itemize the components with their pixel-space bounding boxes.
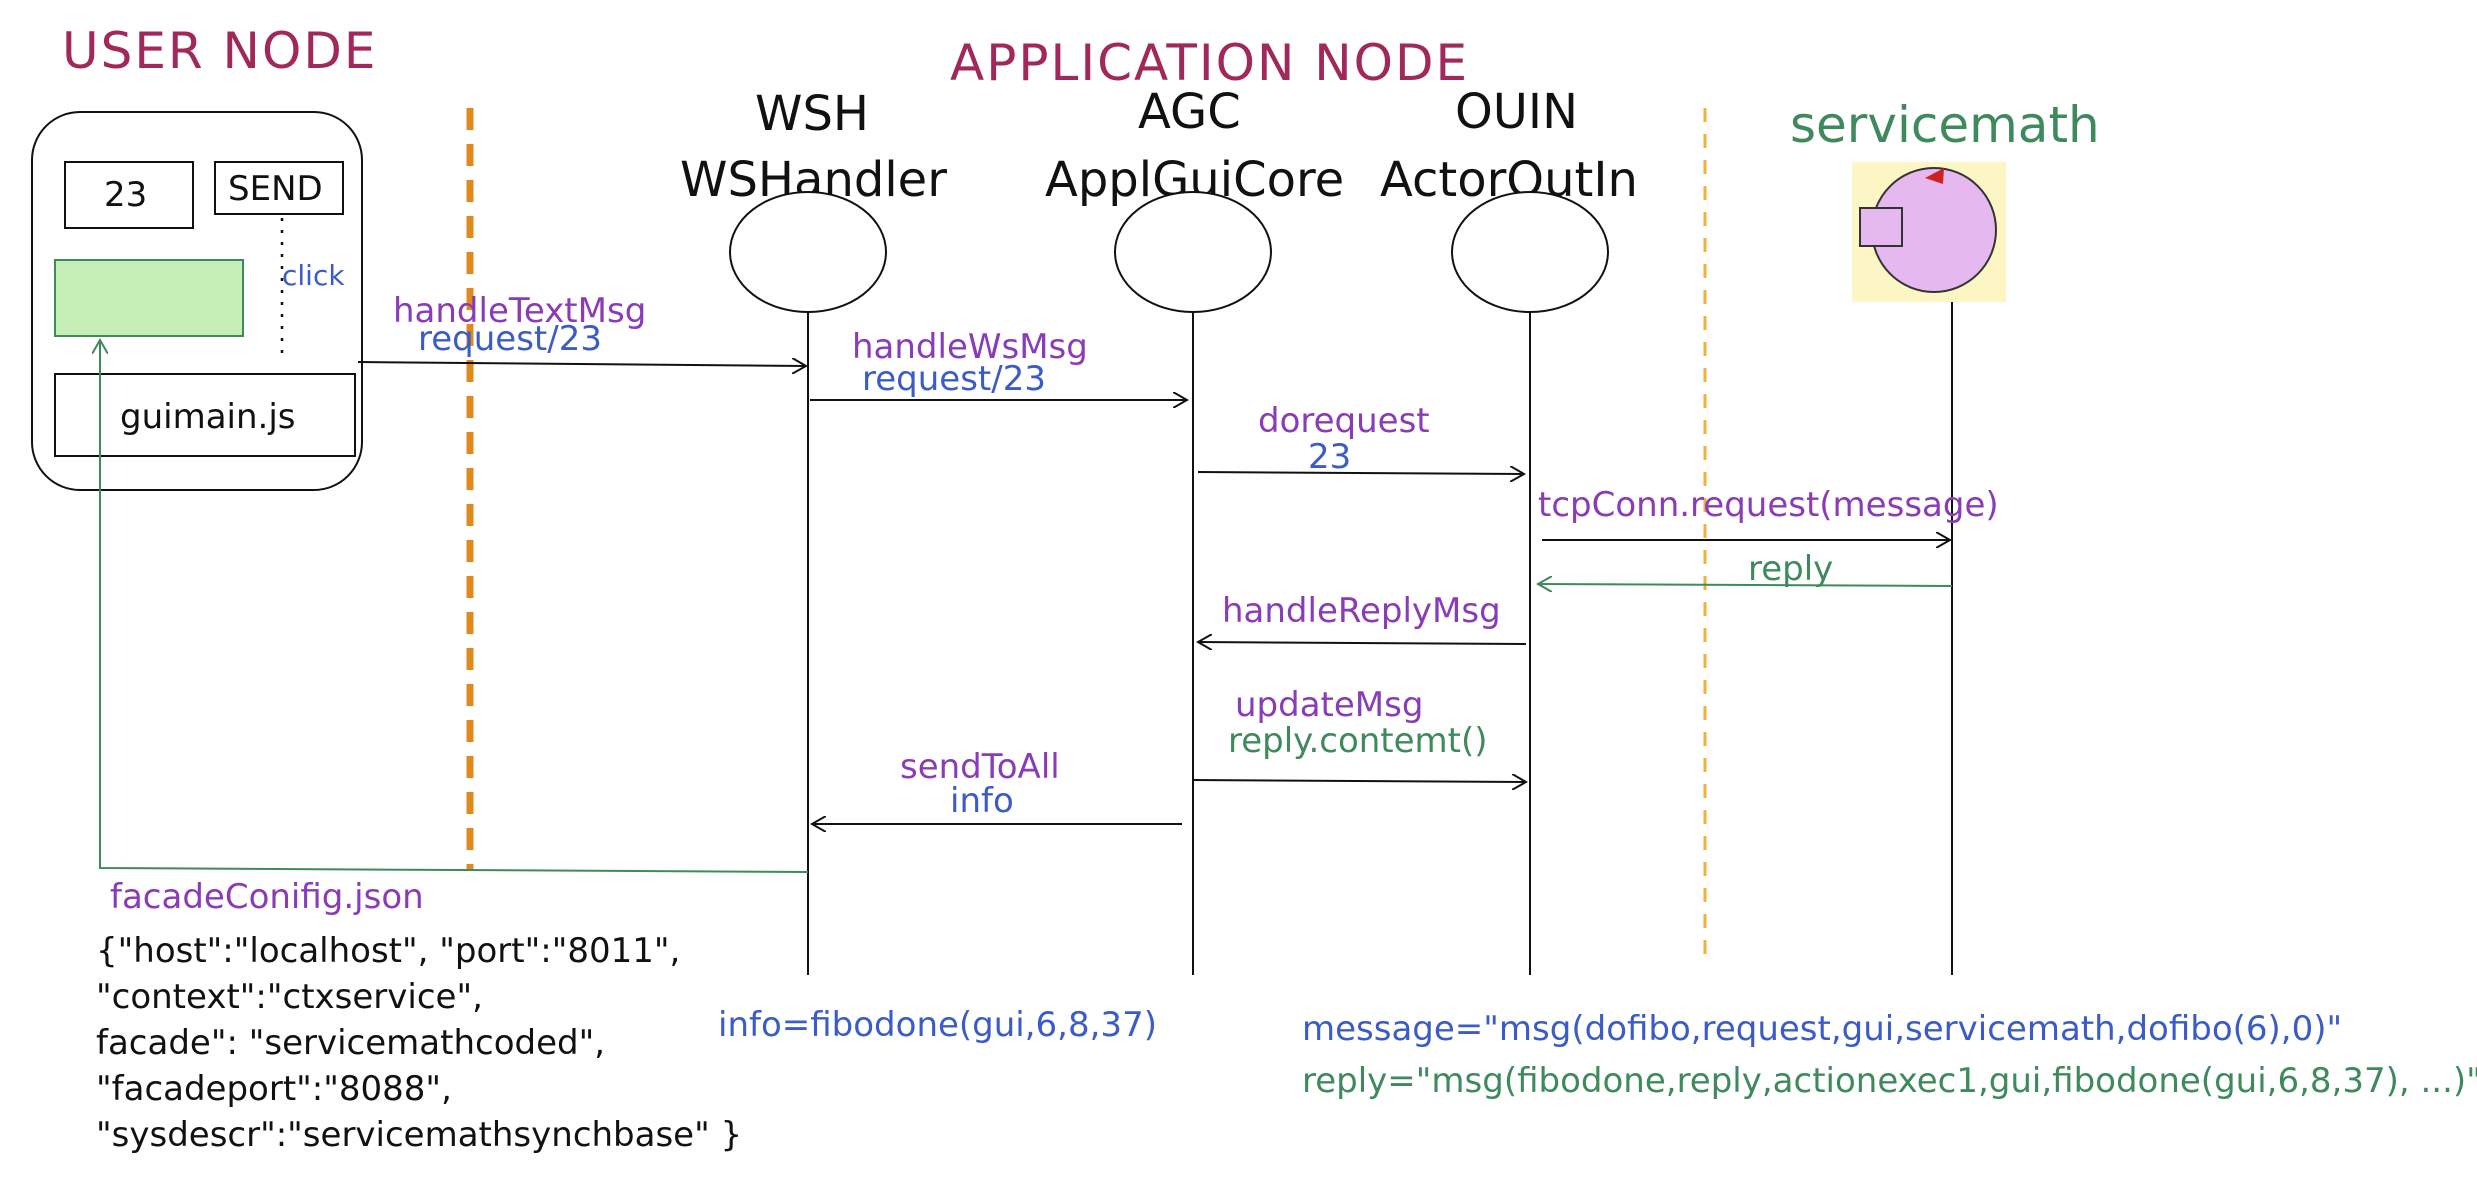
- handle-ws-msg-payload: request/23: [862, 359, 1046, 399]
- message-note: message="msg(dofibo,request,gui,servicem…: [1302, 1009, 2342, 1049]
- servicemath-port-icon: [1859, 207, 1903, 247]
- agc-lifeline-head: [1114, 191, 1272, 313]
- handle-reply-msg-arrow: [1198, 642, 1527, 644]
- dorequest-payload: 23: [1308, 437, 1351, 477]
- send-button[interactable]: [214, 161, 344, 215]
- send-button-label: SEND: [228, 169, 323, 209]
- wsh-lifeline-head: [729, 191, 887, 313]
- dorequest-label: dorequest: [1258, 401, 1430, 441]
- info-note: info=fibodone(gui,6,8,37): [718, 1005, 1157, 1045]
- reply-label: reply: [1748, 549, 1833, 589]
- send-to-all-payload: info: [950, 781, 1014, 821]
- send-to-all-label: sendToAll: [900, 747, 1060, 787]
- servicemath-label: servicemath: [1790, 96, 2100, 154]
- update-msg-label: updateMsg: [1235, 685, 1423, 725]
- servicemath-marker-icon: [1925, 168, 1944, 184]
- config-line-4: "facadeport":"8088",: [96, 1069, 452, 1109]
- application-node-title: APPLICATION NODE: [950, 34, 1469, 92]
- dorequest-arrow: [1197, 472, 1524, 474]
- config-line-2: "context":"ctxservice",: [96, 977, 483, 1017]
- gui-update-feedback-arrow: [100, 340, 809, 873]
- number-input[interactable]: [64, 161, 194, 229]
- click-label: click: [282, 259, 345, 292]
- update-msg-payload: reply.contemt(): [1228, 721, 1488, 761]
- guimain-script-label: guimain.js: [120, 397, 296, 437]
- ouin-lifeline-head: [1451, 191, 1609, 313]
- ouin-short-label: OUIN: [1455, 84, 1578, 140]
- handle-ws-msg-label: handleWsMsg: [852, 327, 1088, 367]
- handle-text-msg-arrow: [357, 362, 806, 366]
- update-msg-arrow: [1191, 780, 1526, 782]
- config-line-3: facade": "servicemathcoded",: [96, 1023, 605, 1063]
- number-input-value: 23: [104, 175, 147, 215]
- handle-reply-msg-label: handleReplyMsg: [1222, 591, 1501, 631]
- wsh-short-label: WSH: [755, 86, 869, 142]
- reply-arrow: [1538, 584, 1953, 586]
- config-line-1: {"host":"localhost", "port":"8011",: [96, 931, 680, 971]
- tcp-request-label: tcpConn.request(message): [1538, 485, 1999, 525]
- config-filename: facadeConifig.json: [110, 877, 424, 917]
- guimain-script-box: [54, 373, 356, 457]
- agc-short-label: AGC: [1138, 84, 1241, 140]
- reply-note: reply="msg(fibodone,reply,actionexec1,gu…: [1302, 1061, 2477, 1101]
- handle-text-msg-payload: request/23: [418, 319, 602, 359]
- config-line-5: "sysdescr":"servicemathsynchbase" }: [96, 1115, 742, 1155]
- user-node-title: USER NODE: [62, 22, 377, 80]
- output-area: [54, 259, 244, 337]
- handle-text-msg-label: handleTextMsg: [393, 291, 646, 331]
